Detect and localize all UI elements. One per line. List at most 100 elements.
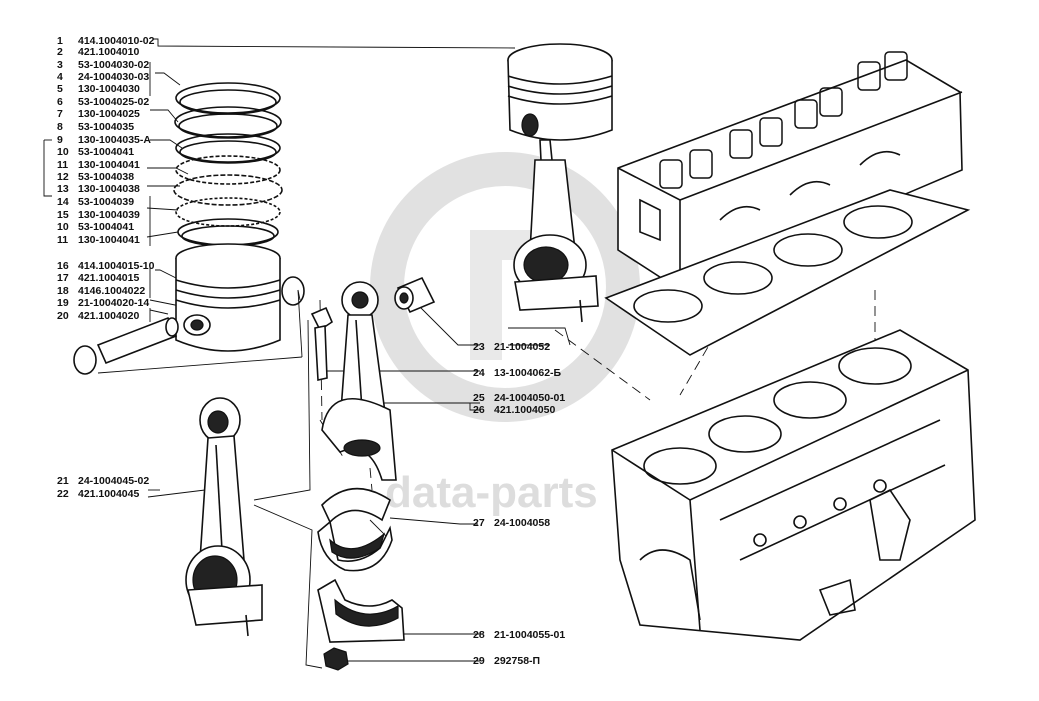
- part-number: 15: [57, 209, 69, 221]
- part-label: 11 130-1004041: [57, 159, 140, 171]
- part-code: 130-1004041: [78, 159, 140, 171]
- part-code: 21-1004020-14: [78, 297, 149, 309]
- part-label: 9 130-1004035-А: [57, 134, 151, 146]
- part-label: 11 130-1004041: [57, 234, 140, 246]
- part-code: 421.1004045: [78, 488, 139, 500]
- part-number: 18: [57, 285, 69, 297]
- part-code: 53-1004025-02: [78, 96, 149, 108]
- part-number: 9: [57, 134, 63, 146]
- part-label: 28 21-1004055-01: [473, 629, 565, 641]
- part-label: 22 421.1004045: [57, 488, 139, 500]
- part-code: 130-1004025: [78, 108, 140, 120]
- rod-cap-illustration: [317, 578, 405, 671]
- part-number: 19: [57, 297, 69, 309]
- part-code: 24-1004045-02: [78, 475, 149, 487]
- label-brackets: [43, 62, 151, 322]
- part-code: 414.1004015-10: [78, 260, 155, 272]
- part-code: 53-1004030-02: [78, 59, 149, 71]
- part-code: 53-1004039: [78, 196, 134, 208]
- part-code: 292758-П: [494, 655, 540, 667]
- bushing-illustration: [394, 276, 436, 314]
- part-number: 27: [473, 517, 485, 529]
- part-label: 29 292758-П: [473, 655, 540, 667]
- part-number: 12: [57, 171, 69, 183]
- part-code: 130-1004039: [78, 209, 140, 221]
- part-label: 10 53-1004041: [57, 146, 134, 158]
- part-number: 14: [57, 196, 69, 208]
- part-label: 27 24-1004058: [473, 517, 550, 529]
- piston-rod-assembly-illustration: [507, 43, 613, 323]
- part-number: 11: [57, 234, 68, 246]
- part-number: 4: [57, 71, 63, 83]
- part-number: 6: [57, 96, 63, 108]
- cylinder-head-illustration: [617, 51, 963, 291]
- connecting-rod-left-illustration: [185, 397, 263, 637]
- part-label: 17 421.1004015: [57, 272, 139, 284]
- part-label: 1 414.1004010-02: [57, 35, 155, 47]
- part-code: 53-1004041: [78, 146, 134, 158]
- part-code: 421.1004015: [78, 272, 139, 284]
- part-number: 28: [473, 629, 485, 641]
- part-code: 21-1004055-01: [494, 629, 565, 641]
- part-label: 18 4146.1004022: [57, 285, 145, 297]
- part-code: 24-1004058: [494, 517, 550, 529]
- part-code: 53-1004041: [78, 221, 134, 233]
- part-label: 16 414.1004015-10: [57, 260, 155, 272]
- part-label: 12 53-1004038: [57, 171, 134, 183]
- part-number: 8: [57, 121, 63, 133]
- leader-lines: [97, 38, 571, 669]
- part-code: 53-1004035: [78, 121, 134, 133]
- part-number: 23: [473, 341, 485, 353]
- part-number: 2: [57, 46, 63, 58]
- part-number: 11: [57, 159, 68, 171]
- part-number: 26: [473, 404, 485, 416]
- piston-rings-illustration: [173, 82, 283, 247]
- part-number: 1: [57, 35, 63, 47]
- part-label: 4 24-1004030-03: [57, 71, 149, 83]
- bearing-shells-illustration: [317, 487, 393, 572]
- rod-bolt-illustration: [310, 306, 333, 381]
- part-label: 6 53-1004025-02: [57, 96, 149, 108]
- part-code: 421.1004050: [494, 404, 555, 416]
- part-code: 24-1004050-01: [494, 392, 565, 404]
- part-code: 24-1004030-03: [78, 71, 149, 83]
- connecting-rod-center-illustration: [321, 281, 397, 481]
- part-number: 20: [57, 310, 69, 322]
- part-code: 414.1004010-02: [78, 35, 155, 47]
- watermark-logo: [370, 152, 640, 422]
- part-number: 25: [473, 392, 485, 404]
- part-number: 16: [57, 260, 69, 272]
- part-number: 5: [57, 83, 63, 95]
- part-label: 15 130-1004039: [57, 209, 140, 221]
- part-number: 22: [57, 488, 69, 500]
- part-code: 4146.1004022: [78, 285, 145, 297]
- cylinder-block-illustration: [611, 329, 976, 641]
- part-code: 421.1004020: [78, 310, 139, 322]
- piston-illustration: [73, 243, 305, 375]
- part-label: 24 13-1004062-Б: [473, 367, 562, 379]
- part-number: 29: [473, 655, 485, 667]
- part-code: 130-1004035-А: [78, 134, 151, 146]
- part-number: 24: [473, 367, 485, 379]
- part-code: 21-1004052: [494, 341, 550, 353]
- part-number: 17: [57, 272, 69, 284]
- part-label: 8 53-1004035: [57, 121, 134, 133]
- part-code: 53-1004038: [78, 171, 134, 183]
- part-label: 26 421.1004050: [473, 404, 555, 416]
- part-code: 13-1004062-Б: [494, 367, 562, 379]
- part-code: 130-1004041: [78, 234, 140, 246]
- part-number: 10: [57, 146, 69, 158]
- part-label: 23 21-1004052: [473, 341, 550, 353]
- part-number: 3: [57, 59, 63, 71]
- part-label: 14 53-1004039: [57, 196, 134, 208]
- watermark-text: data-parts: [385, 468, 598, 517]
- part-labels-right: 23 21-1004052 24 13-1004062-Б 25 24-1004050-0…: [473, 341, 565, 667]
